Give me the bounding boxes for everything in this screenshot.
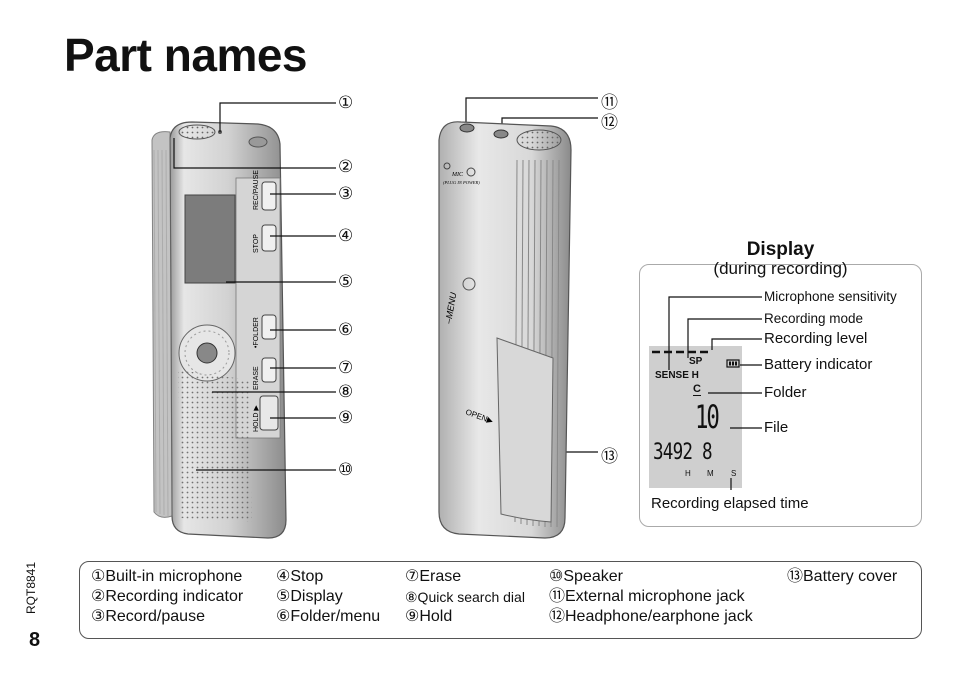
lcd-sense: SENSE H <box>655 370 699 381</box>
callout-6: ⑥ <box>338 320 354 340</box>
callout-3: ③ <box>338 184 354 204</box>
stop-label: STOP <box>253 234 260 253</box>
callout-11: ⑪ <box>601 93 618 113</box>
legend-item: ⑨Hold <box>405 608 453 625</box>
legend-col-2: ④Stop ⑤Display ⑥Folder/menu <box>276 567 380 627</box>
lcd-folder: C <box>693 383 701 396</box>
legend-col-4: ⑩Speaker ⑪External microphone jack ⑫Head… <box>549 567 753 627</box>
label-recording-mode: Recording mode <box>764 311 864 326</box>
callout-1: ① <box>338 93 354 113</box>
legend-item: ④Stop <box>276 568 324 585</box>
legend-item: ⑩Speaker <box>549 568 623 585</box>
lcd-file-number: 10 <box>695 398 720 436</box>
callout-10: ⑩ <box>338 460 354 480</box>
label-battery-indicator: Battery indicator <box>764 356 873 373</box>
legend-item: ⑬Battery cover <box>787 568 898 585</box>
lcd-sp: SP <box>689 356 703 367</box>
callout-4: ④ <box>338 226 354 246</box>
folder-label: •FOLDER <box>253 317 260 348</box>
mic-sub-label: (PLUG IN POWER) <box>443 180 480 185</box>
display-panel-heading: Display (during recording) <box>640 239 921 279</box>
legend-item: ⑥Folder/menu <box>276 608 381 625</box>
lcd-screen: SP SENSE H C 10 3492 8 H M S <box>649 346 742 488</box>
lcd-hours-label: H <box>685 469 691 478</box>
callout-9: ⑨ <box>338 408 354 428</box>
label-file: File <box>764 419 789 436</box>
display-leader-lines <box>668 296 762 490</box>
label-folder: Folder <box>764 384 807 401</box>
lcd-seconds-label: S <box>731 469 737 478</box>
legend-item: ①Built-in microphone <box>91 568 243 585</box>
callout-8: ⑧ <box>338 382 354 402</box>
legend-item: ⑧Quick search dial <box>405 589 525 605</box>
lcd-graphics <box>652 350 740 368</box>
page-title: Part names <box>64 29 308 81</box>
erase-label: ERASE <box>253 366 260 390</box>
recorder-front-illustration: REC/PAUSE STOP •FOLDER ERASE HOLD ▶ <box>151 121 287 539</box>
rec-pause-label: REC/PAUSE <box>253 170 260 210</box>
legend-col-5: ⑬Battery cover <box>787 567 897 587</box>
callout-7: ⑦ <box>338 358 354 378</box>
legend-col-1: ①Built-in microphone ②Recording indicato… <box>91 567 243 627</box>
document-code: RQT8841 <box>24 561 38 614</box>
callout-5: ⑤ <box>338 272 354 292</box>
callout-2: ② <box>338 157 354 177</box>
page-number: 8 <box>29 629 41 651</box>
hold-label: HOLD ▶ <box>253 405 260 432</box>
legend-col-3: ⑦Erase ⑧Quick search dial ⑨Hold <box>405 567 525 627</box>
callout-13: ⑬ <box>601 447 618 467</box>
legend-item: ⑤Display <box>276 588 343 605</box>
recorder-back-illustration: MIC (PLUG IN POWER) –MENU OPEN▶ <box>438 121 572 539</box>
legend-item: ⑦Erase <box>405 568 462 585</box>
legend-item: ⑪External microphone jack <box>549 588 745 605</box>
label-elapsed-time: Recording elapsed time <box>651 495 809 512</box>
lcd-elapsed-time: 3492 8 <box>653 440 713 465</box>
legend-item: ②Recording indicator <box>91 588 244 605</box>
legend-item: ③Record/pause <box>91 608 205 625</box>
mic-label: MIC <box>451 172 464 178</box>
callout-12: ⑫ <box>601 113 618 133</box>
legend-item: ⑫Headphone/earphone jack <box>549 608 753 625</box>
display-panel <box>639 264 922 527</box>
front-leader-lines <box>173 97 598 471</box>
label-recording-level: Recording level <box>764 330 868 347</box>
display-subtitle: (during recording) <box>713 259 848 278</box>
lcd-minutes-label: M <box>707 469 714 478</box>
parts-legend <box>79 561 922 639</box>
display-title: Display <box>746 239 815 260</box>
label-mic-sensitivity: Microphone sensitivity <box>764 289 897 304</box>
